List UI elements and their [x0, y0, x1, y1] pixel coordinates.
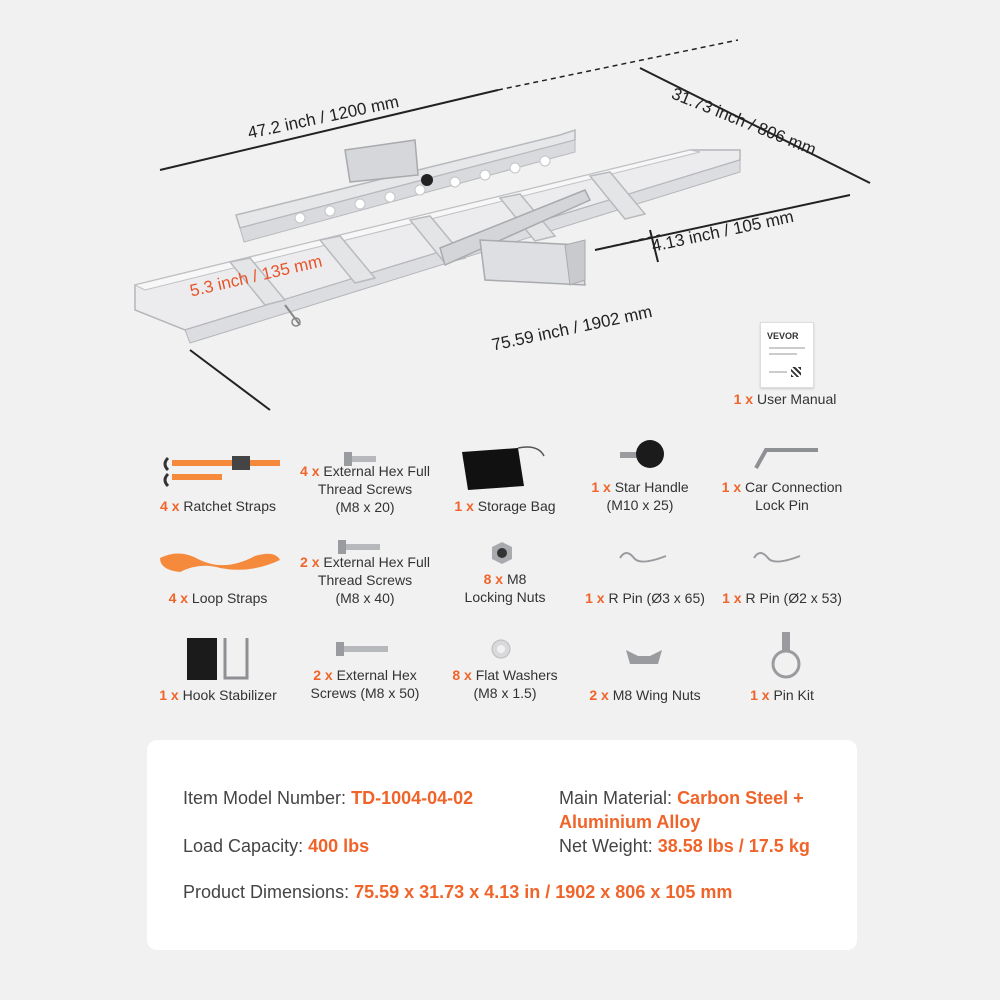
hook-stabilizer-label: 1 x Hook Stabilizer — [159, 687, 277, 703]
r-pin-3x65-label: 1 x R Pin (Ø3 x 65) — [585, 590, 705, 606]
main-material-continued: Aluminium Alloy — [559, 812, 701, 832]
item-model-number: Item Model Number: TD-1004-04-02 — [183, 788, 474, 808]
r-pin-icon — [619, 552, 667, 563]
pin-kit-icon — [771, 632, 801, 679]
hex-screw-icon — [344, 452, 376, 466]
net-weight: Net Weight: 38.58 lbs / 17.5 kg — [559, 836, 810, 856]
wing-nut-icon — [626, 650, 662, 664]
load-capacity: Load Capacity: 400 lbs — [183, 836, 370, 856]
hex-screws-m8x20-label: 4 x External Hex Full Thread Screws (M8 … — [300, 463, 430, 515]
m8-wing-nuts-label: 2 x M8 Wing Nuts — [589, 687, 701, 703]
flat-washers-label: 8 x Flat Washers (M8 x 1.5) — [452, 667, 558, 701]
car-connection-lock-pin-label: 1 x Car Connection Lock Pin — [721, 479, 843, 513]
pin-kit-label: 1 x Pin Kit — [750, 687, 814, 703]
ratchet-strap-icon — [163, 456, 280, 488]
locking-nut-icon — [492, 542, 512, 564]
loop-straps-label: 4 x Loop Straps — [168, 590, 268, 606]
locking-nuts-label: 8 x M8 Locking Nuts — [464, 571, 546, 605]
hex-screws-m8x40-label: 2 x External Hex Full Thread Screws (M8 … — [300, 554, 430, 606]
hook-stabilizer-icon — [187, 638, 249, 680]
hex-screws-m8x50-label: 2 x External Hex Screws (M8 x 50) — [310, 667, 420, 701]
manual-brand: VEVOR — [767, 331, 799, 341]
product-dimensions: Product Dimensions: 75.59 x 31.73 x 4.13… — [183, 882, 733, 902]
lock-pin-icon — [754, 448, 818, 469]
star-handle-label: 1 x Star Handle (M10 x 25) — [591, 479, 689, 513]
carrier-diagram — [133, 39, 871, 411]
ratchet-straps-label: 4 x Ratchet Straps — [160, 498, 276, 514]
r-pin-2x53-label: 1 x R Pin (Ø2 x 53) — [722, 590, 842, 606]
hex-screw-50-icon — [336, 642, 388, 656]
hex-screw-long-icon — [338, 540, 380, 554]
storage-bag-icon — [462, 446, 545, 490]
r-pin-small-icon — [753, 552, 801, 563]
loop-strap-icon — [160, 553, 280, 572]
user-manual-icon: VEVOR — [760, 322, 814, 388]
spec-panel: Item Model Number: TD-1004-04-02 Main Ma… — [147, 740, 857, 950]
star-handle-icon — [620, 440, 664, 468]
main-material: Main Material: Carbon Steel + — [559, 788, 804, 808]
flat-washer-icon — [491, 639, 511, 659]
user-manual-label: 1 x User Manual — [733, 391, 837, 407]
storage-bag-label: 1 x Storage Bag — [454, 498, 556, 514]
